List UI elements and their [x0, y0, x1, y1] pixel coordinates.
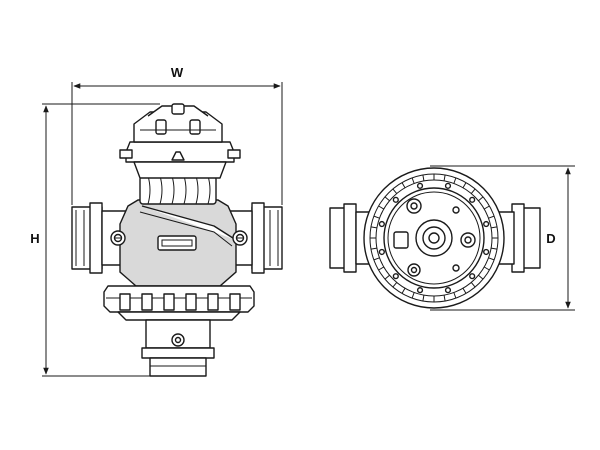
ring-rib — [478, 196, 484, 202]
ring-rib — [378, 266, 385, 271]
ring-rib — [453, 177, 457, 184]
width-label: W — [171, 65, 184, 80]
ring-rib — [422, 174, 425, 181]
ring-rib — [370, 226, 377, 229]
ring-rib — [453, 292, 457, 299]
ring-rib — [422, 295, 425, 302]
ring-rib — [491, 247, 498, 250]
front-view — [71, 103, 283, 377]
ring-rib — [378, 205, 385, 210]
ring-rib — [443, 174, 446, 181]
controller-head — [119, 103, 241, 179]
ring-rib — [462, 287, 467, 294]
height-dimension: H — [30, 103, 160, 377]
top-features — [393, 198, 476, 277]
width-dimension: W — [71, 65, 283, 205]
ring-rib — [483, 266, 490, 271]
ring-rib — [370, 247, 377, 250]
bottom-ring — [103, 285, 255, 321]
ring-rib — [411, 292, 415, 299]
top-view — [329, 167, 541, 309]
ring-rib — [488, 215, 495, 219]
ring-rib — [488, 257, 495, 261]
ring-ribs — [370, 174, 498, 302]
ring-rib — [392, 188, 398, 194]
ring-hole — [392, 273, 399, 280]
depth-dimension: D — [430, 165, 575, 311]
ring-rib — [411, 177, 415, 184]
ring-rib — [392, 282, 398, 288]
ring-hole — [378, 220, 385, 228]
top-right-outlet — [489, 203, 541, 273]
ring-hole — [444, 287, 452, 294]
left-bolt — [110, 230, 126, 246]
ring-rib — [384, 196, 390, 202]
right-bolt — [232, 230, 248, 246]
ring-hole — [469, 196, 476, 203]
ring-rib — [470, 188, 476, 194]
ring-rib — [478, 274, 484, 280]
ring-rib — [401, 287, 406, 294]
ring-rib — [373, 257, 380, 261]
ring-rib — [491, 226, 498, 229]
ring-rib — [470, 282, 476, 288]
ring-hole — [483, 248, 490, 256]
ring-rib — [401, 182, 406, 189]
ring-hole — [416, 287, 424, 294]
ring-hole — [444, 182, 452, 189]
ring-rib — [373, 215, 380, 219]
ring-rib — [384, 274, 390, 280]
ring-hole — [483, 220, 490, 228]
ring-rib — [483, 205, 490, 210]
ring-hole — [378, 248, 385, 256]
collar — [139, 175, 217, 205]
height-label: H — [30, 231, 39, 246]
ring-hole — [416, 182, 424, 189]
ring-rib — [443, 295, 446, 302]
body-label-plate — [157, 235, 197, 251]
center-hub — [415, 219, 453, 257]
ring-hole — [469, 273, 476, 280]
ring-hole — [392, 196, 399, 203]
ring-rib — [462, 182, 467, 189]
ring-holes — [378, 182, 490, 294]
bottom-outlet — [141, 319, 215, 377]
depth-label: D — [546, 231, 555, 246]
